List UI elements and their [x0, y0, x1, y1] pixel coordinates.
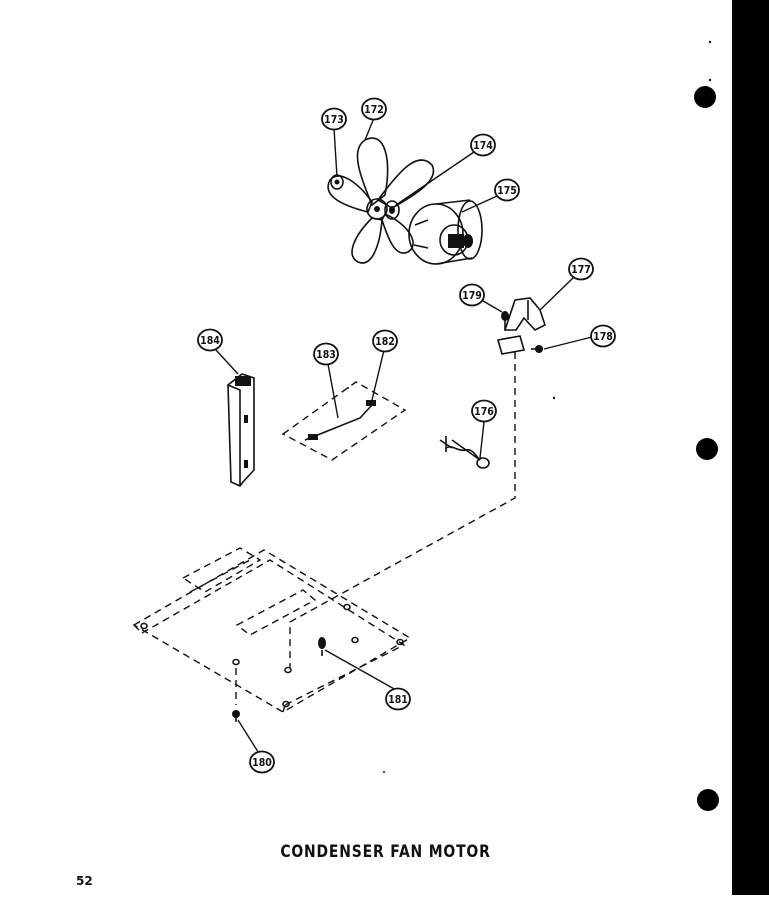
svg-text:174: 174	[473, 140, 493, 152]
punch-hole-top	[694, 86, 716, 108]
wire-harness	[281, 381, 407, 461]
svg-text:181: 181	[388, 694, 408, 706]
callout-178: 178	[590, 324, 616, 348]
callout-184: 184	[197, 328, 223, 352]
fan-nut	[330, 174, 344, 190]
bracket-screw-178	[531, 345, 543, 353]
base-screw-181	[318, 637, 326, 656]
bracket-screw-179	[501, 311, 509, 330]
svg-text:183: 183	[316, 349, 336, 361]
punch-hole-bottom	[697, 789, 719, 811]
punch-hole-middle	[696, 438, 718, 460]
page-number: 52	[76, 874, 93, 888]
svg-text:176: 176	[474, 406, 494, 418]
svg-text:172: 172	[364, 104, 384, 116]
svg-text:177: 177	[571, 264, 591, 276]
callout-183: 183	[313, 342, 339, 366]
svg-text:179: 179	[462, 290, 482, 302]
callout-180: 180	[249, 750, 275, 774]
callout-179: 179	[459, 283, 485, 307]
callout-leaders	[215, 117, 593, 756]
fan-washer	[384, 200, 400, 220]
svg-text:184: 184	[200, 335, 220, 347]
callout-181: 181	[385, 687, 411, 711]
diagram-title: CONDENSER FAN MOTOR	[280, 842, 491, 862]
callout-182: 182	[372, 329, 398, 353]
svg-text:178: 178	[593, 331, 613, 343]
shroud-panel	[227, 373, 255, 487]
svg-text:182: 182	[375, 336, 395, 348]
callout-177: 177	[568, 257, 594, 281]
callout-175: 175	[494, 178, 520, 202]
callout-173: 173	[321, 107, 347, 131]
motor-bracket	[496, 297, 546, 355]
svg-text:173: 173	[324, 114, 344, 126]
fan-blade	[327, 137, 435, 264]
svg-text:175: 175	[497, 185, 517, 197]
callout-174: 174	[470, 133, 496, 157]
binding-strip	[732, 0, 769, 895]
base-plate	[132, 352, 516, 713]
base-screw-180	[232, 710, 240, 722]
callout-176: 176	[471, 399, 497, 423]
svg-text:180: 180	[252, 757, 272, 769]
wire-terminal-176	[439, 436, 490, 469]
callout-172: 172	[361, 97, 387, 121]
fan-motor	[408, 199, 483, 265]
